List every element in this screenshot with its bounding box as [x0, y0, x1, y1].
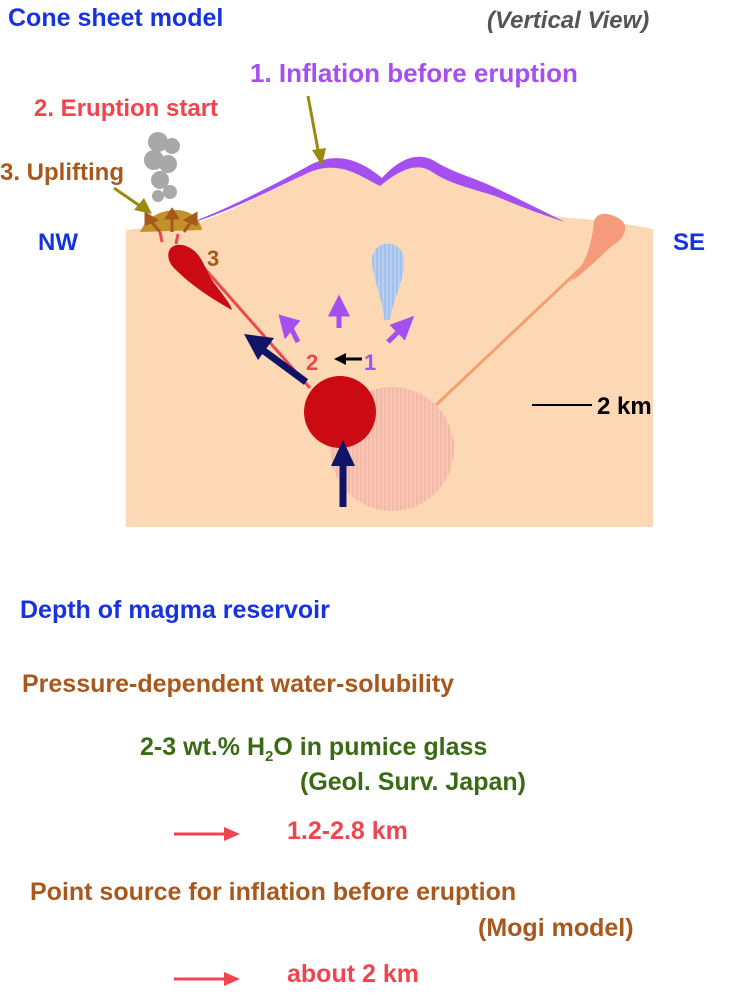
inflation-layer [182, 156, 565, 226]
result-1: 1.2-2.8 km [287, 817, 408, 845]
label-eruption: 2. Eruption start [34, 95, 218, 122]
h2o-subscript: 2 [265, 748, 274, 765]
mogi-note: (Mogi model) [478, 914, 634, 942]
view-label: (Vertical View) [487, 7, 650, 34]
magma-supply-arrow [331, 440, 355, 507]
inflation-leader-arrow [306, 95, 326, 166]
magma-ascent-arrow [244, 334, 309, 385]
old-dike-blob [570, 213, 626, 282]
marker-2: 2 [306, 350, 318, 375]
page-title: Cone sheet model [8, 4, 224, 32]
eruption-plume [144, 132, 180, 202]
scale-label: 2 km [597, 393, 652, 420]
solubility-heading: Pressure-dependent water-solubility [22, 670, 455, 698]
label-inflation: 1. Inflation before eruption [250, 58, 578, 88]
label-nw: NW [38, 229, 78, 256]
marker-3: 3 [207, 246, 219, 271]
uplift-arrows [144, 207, 198, 233]
h2o-text: 2-3 wt.% H [140, 733, 266, 761]
eruption-start-ticks [158, 231, 180, 245]
depth-heading: Depth of magma reservoir [20, 596, 330, 624]
source-note: (Geol. Surv. Japan) [300, 768, 526, 796]
magma-teardrop [168, 244, 232, 310]
uplifting-leader-arrow [113, 186, 152, 214]
cone-sheet-diagram: 1. Inflation before eruption 2. Eruption… [0, 58, 705, 527]
old-dike-line [434, 248, 602, 407]
crust-block [126, 167, 653, 527]
h2o-line: 2-3 wt.% H2O in pumice glass [140, 733, 488, 765]
label-se: SE [673, 229, 705, 256]
magma-reservoir [304, 376, 376, 448]
point-source-heading: Point source for inflation before erupti… [30, 878, 517, 906]
label-uplifting: 3. Uplifting [0, 159, 124, 186]
conduit-line [188, 251, 312, 389]
marker-1: 1 [364, 350, 376, 375]
shift-arrow [334, 353, 362, 365]
water-drop [372, 243, 405, 320]
result-arrow-2 [174, 972, 240, 986]
result-arrow-1 [174, 827, 240, 841]
inflation-arrows [278, 294, 415, 344]
h2o-rest: O in pumice glass [273, 733, 488, 761]
result-2: about 2 km [287, 960, 419, 988]
